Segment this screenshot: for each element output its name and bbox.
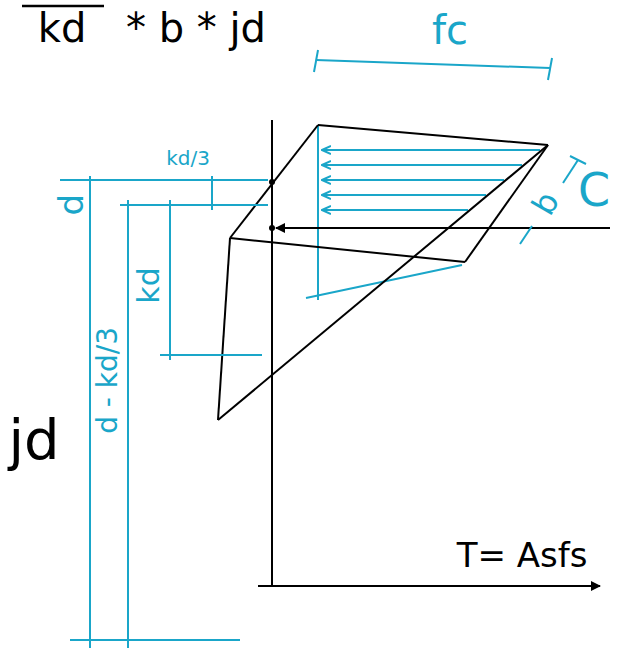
- dimension-label: kd: [131, 267, 164, 303]
- stress-arrows: [306, 125, 540, 300]
- b-dimension: [520, 156, 586, 244]
- compression-arrow: [276, 227, 610, 229]
- fc-dimension: [314, 50, 552, 80]
- dimension-label: d: [53, 194, 90, 216]
- force-label: T= Asfs: [457, 537, 588, 574]
- dimension-label: kd/3: [166, 147, 210, 169]
- lever-arm-label: jd: [8, 409, 59, 471]
- top-dot: [269, 179, 275, 185]
- formula-text: kd: [38, 6, 87, 50]
- section-line: [271, 120, 273, 586]
- stress-label: fc: [432, 8, 468, 52]
- centroid-dot: [269, 225, 275, 231]
- stress-prism: [218, 125, 548, 420]
- formula-text: * b * jd: [126, 6, 266, 50]
- force-label: C: [578, 165, 610, 216]
- tension-arrow: [258, 585, 600, 587]
- width-label: b: [526, 186, 567, 221]
- depth-dimensions: [60, 176, 268, 648]
- dimension-label: d - kd/3: [93, 327, 124, 434]
